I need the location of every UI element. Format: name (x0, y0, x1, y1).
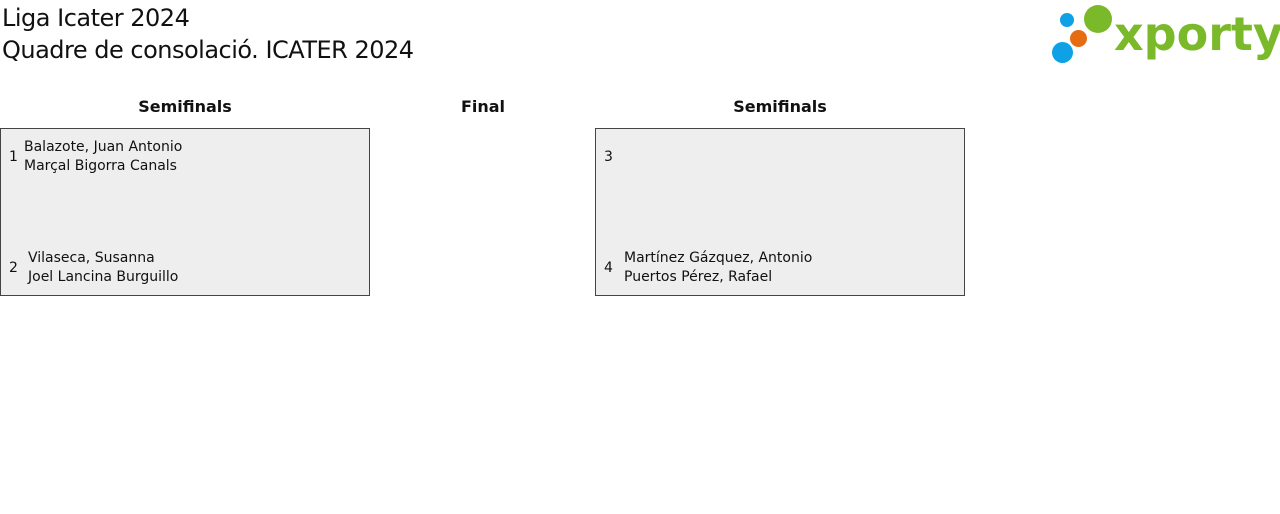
page-subtitle: Quadre de consolació. ICATER 2024 (2, 36, 414, 64)
logo-dot-blue-small-icon (1060, 13, 1074, 27)
seed-number: 1 (9, 149, 18, 165)
player-name: Martínez Gázquez, Antonio (624, 250, 813, 266)
logo-dot-orange-icon (1070, 30, 1087, 47)
seed-number: 2 (9, 260, 18, 276)
team-names: Martínez Gázquez, Antonio Puertos Pérez,… (624, 249, 812, 287)
seed-number: 3 (604, 149, 613, 165)
xporty-logo[interactable]: xporty (1050, 2, 1280, 68)
page-title: Liga Icater 2024 (2, 4, 190, 32)
seed-number: 4 (604, 260, 613, 276)
match-box-semifinal-1[interactable]: 1 Balazote, Juan Antonio Marçal Bigorra … (0, 128, 370, 296)
player-name: Vilaseca, Susanna (28, 250, 155, 266)
team-names: Balazote, Juan Antonio Marçal Bigorra Ca… (24, 138, 182, 176)
team-names: Vilaseca, Susanna Joel Lancina Burguillo (28, 249, 178, 287)
round-header-semifinals-right: Semifinals (733, 97, 827, 116)
match-box-semifinal-2[interactable]: 3 4 Martínez Gázquez, Antonio Puertos Pé… (595, 128, 965, 296)
round-header-semifinals-left: Semifinals (138, 97, 232, 116)
round-header-final: Final (460, 97, 506, 116)
logo-dot-blue-large-icon (1052, 42, 1073, 63)
page-header: Liga Icater 2024 Quadre de consolació. I… (2, 2, 414, 66)
player-name: Joel Lancina Burguillo (28, 269, 179, 285)
player-name: Marçal Bigorra Canals (24, 158, 177, 174)
player-name: Balazote, Juan Antonio (24, 139, 183, 155)
logo-text: xporty (1114, 7, 1280, 61)
logo-dot-green-icon (1084, 5, 1112, 33)
player-name: Puertos Pérez, Rafael (624, 269, 773, 285)
